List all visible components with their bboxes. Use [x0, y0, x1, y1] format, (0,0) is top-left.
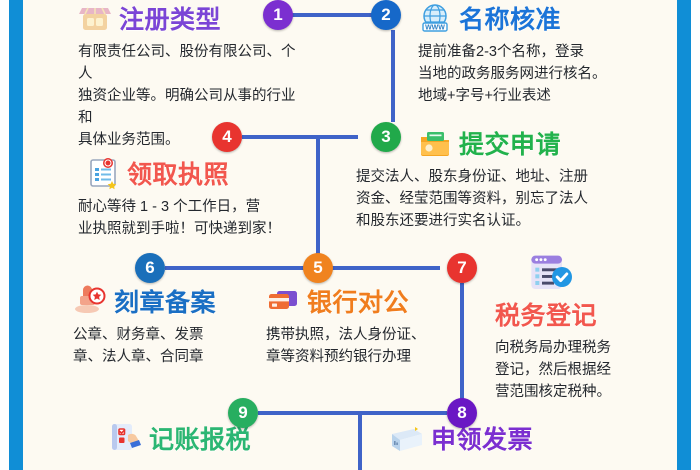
step-badge-8[interactable]: 8	[447, 398, 477, 428]
folder-money-icon	[421, 132, 449, 156]
step-7-header: 税务登记	[495, 296, 660, 332]
step-4-header: 领取执照	[86, 155, 316, 191]
step-badge-4[interactable]: 4	[212, 122, 242, 152]
step-badge-6[interactable]: 6	[135, 253, 165, 283]
step-4: 领取执照 耐心等待 1 - 3 个工作日，营 业执照就到手啦！可快递到家！	[78, 155, 316, 240]
step-2-header: WWW 名称核准	[418, 0, 628, 36]
globe-www-icon: WWW	[422, 4, 448, 32]
step-8-title: 申领发票	[431, 426, 534, 454]
right-rail	[677, 0, 691, 470]
step-7-icon-wrap	[527, 253, 660, 298]
step-badge-7[interactable]: 7	[447, 253, 477, 283]
bookkeeping-icon	[112, 424, 141, 450]
step-5-title: 银行对公	[307, 289, 410, 317]
invoice-icon	[392, 427, 422, 451]
step-5-body: 携带执照，法人身份证、 章等资料预约银行办理	[266, 327, 426, 366]
step-3: 提交申请 提交法人、股东身份证、地址、注册 资金、经莹范围等资料，别忘了法人 和…	[356, 125, 648, 232]
step-8: 申领发票	[390, 420, 610, 456]
step-6: 刻章备案 公章、财务章、发票 章、法人章、合同章	[73, 283, 258, 368]
step-6-header: 刻章备案	[73, 283, 258, 319]
step-6-body: 公章、财务章、发票 章、法人章、合同章	[73, 327, 204, 366]
step-1: 注册类型 有限责任公司、股份有限公司、个人 独资企业等。明确公司从事的行业和 具…	[78, 0, 296, 151]
step-2-title: 名称核准	[459, 6, 562, 34]
shop-icon	[79, 7, 111, 30]
license-document-icon	[90, 158, 117, 190]
step-3-body: 提交法人、股东身份证、地址、注册 资金、经莹范围等资料，别忘了法人 和股东还要进…	[356, 169, 588, 230]
step-badge-5[interactable]: 5	[303, 253, 333, 283]
step-8-header: 申领发票	[390, 420, 610, 456]
right-margin	[691, 0, 700, 470]
step-5-header: 银行对公	[266, 283, 466, 319]
step-5: 银行对公 携带执照，法人身份证、 章等资料预约银行办理	[266, 283, 466, 368]
left-rail	[9, 0, 23, 470]
step-4-body: 耐心等待 1 - 3 个工作日，营 业执照就到手啦！可快递到家！	[78, 199, 281, 238]
stamp-icon	[75, 285, 106, 313]
step-badge-2[interactable]: 2	[371, 0, 401, 30]
step-9-header: 记账报税	[108, 420, 338, 456]
bank-card-icon	[269, 291, 297, 309]
step-7: 税务登记 向税务局办理税务 登记，然后根据经 营范围核定税种。	[495, 253, 660, 403]
step-2: WWW 名称核准 提前准备2-3个名称，登录 当地的政务服务网进行核名。 地域+…	[418, 0, 628, 107]
step-badge-3[interactable]: 3	[371, 122, 401, 152]
step-3-header: 提交申请	[418, 125, 648, 161]
step-9: 记账报税	[108, 420, 338, 456]
tax-verified-icon	[531, 255, 572, 289]
step-1-title: 注册类型	[119, 6, 222, 34]
step-badge-1[interactable]: 1	[263, 0, 293, 30]
step-3-title: 提交申请	[459, 131, 562, 159]
step-1-header: 注册类型	[78, 0, 278, 36]
left-margin	[0, 0, 9, 470]
step-4-title: 领取执照	[127, 161, 230, 189]
step-1-body: 有限责任公司、股份有限公司、个人 独资企业等。明确公司从事的行业和 具体业务范围…	[78, 44, 296, 149]
step-badge-9[interactable]: 9	[228, 398, 258, 428]
step-7-title: 税务登记	[495, 302, 598, 330]
step-7-body: 向税务局办理税务 登记，然后根据经 营范围核定税种。	[495, 340, 611, 401]
svg-text:WWW: WWW	[425, 24, 445, 31]
step-2-body: 提前准备2-3个名称，登录 当地的政务服务网进行核名。 地域+字号+行业表述	[418, 44, 607, 105]
step-6-title: 刻章备案	[114, 289, 217, 317]
step-9-title: 记账报税	[149, 426, 252, 454]
